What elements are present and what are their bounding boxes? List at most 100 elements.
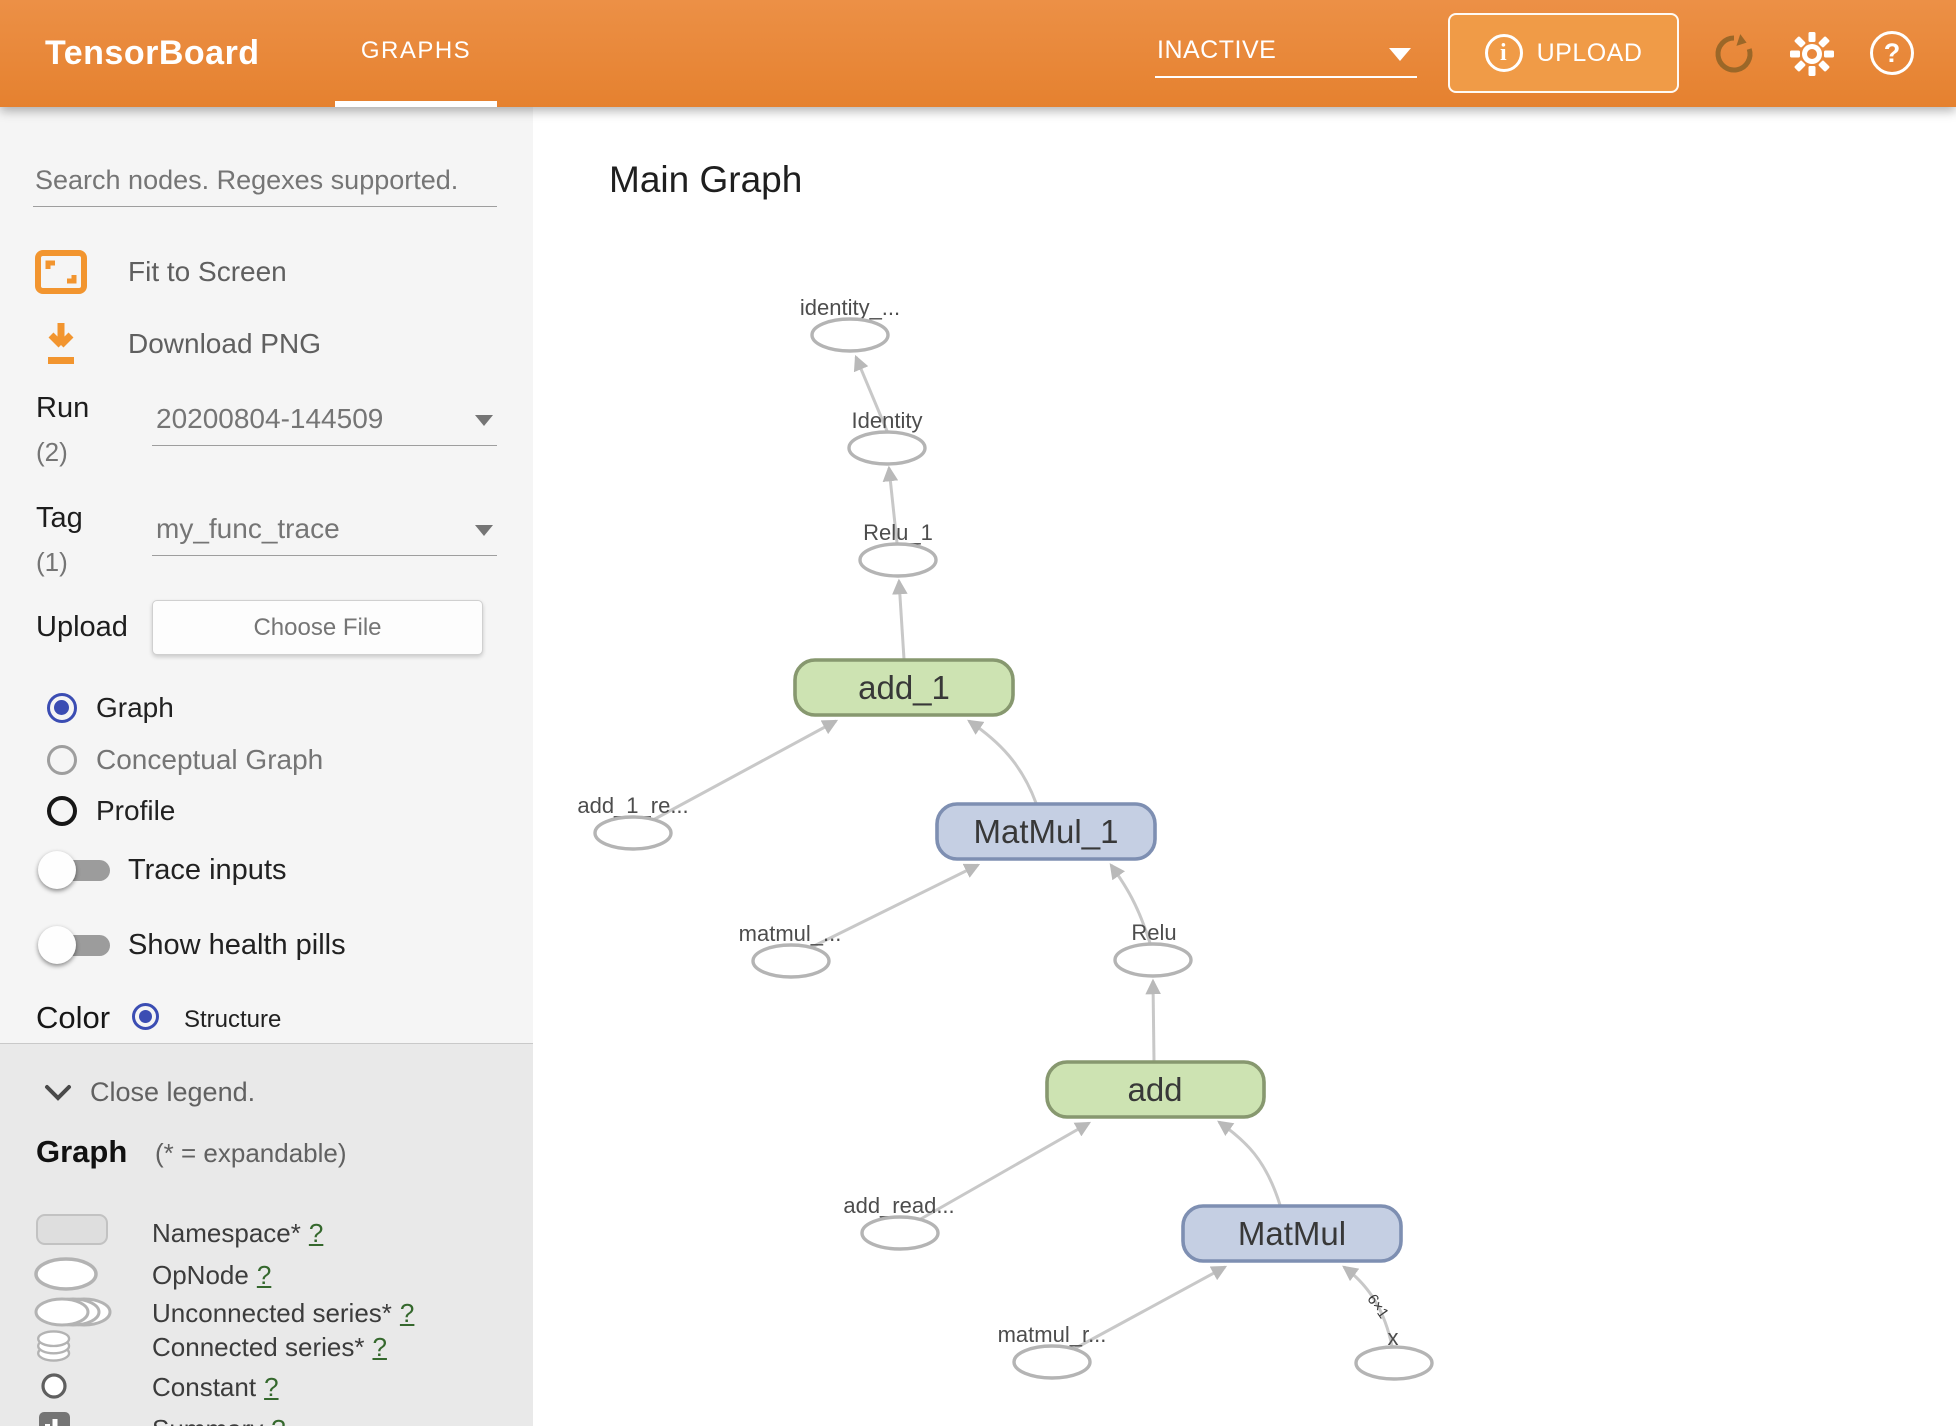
- tab-graphs[interactable]: GRAPHS: [335, 0, 497, 107]
- upload-label: Upload: [36, 611, 128, 643]
- graph-edges: 6×1: [652, 354, 1394, 1351]
- download-icon: [35, 318, 87, 370]
- radio-structure[interactable]: [132, 1003, 159, 1030]
- edge-shape-label: 6×1: [1363, 1291, 1392, 1322]
- fit-to-screen-label: Fit to Screen: [128, 256, 287, 287]
- legend-panel: Close legend. Graph (* = expandable) Nam…: [0, 1043, 533, 1426]
- constant-help-link[interactable]: ?: [264, 1372, 279, 1402]
- tag-count: (1): [36, 547, 68, 577]
- show-health-pills-toggle[interactable]: Show health pills: [0, 915, 533, 975]
- unconnected-series-icon: [34, 1297, 112, 1327]
- opnode-help-link[interactable]: ?: [256, 1260, 272, 1290]
- node-add[interactable]: add: [1045, 1060, 1266, 1119]
- radio-unselected-icon: [47, 745, 77, 775]
- app-header: TensorBoard GRAPHS INACTIVE i UPLOAD: [0, 0, 1956, 107]
- summary-icon: [39, 1412, 70, 1426]
- fit-to-screen-button[interactable]: Fit to Screen: [0, 245, 533, 299]
- connected-series-help-link[interactable]: ?: [372, 1332, 387, 1362]
- svg-text:add_read...: add_read...: [843, 1193, 954, 1218]
- help-icon[interactable]: ?: [1870, 31, 1914, 75]
- legend-subtitle: (* = expandable): [155, 1138, 347, 1168]
- legend-item-opnode: OpNode?: [0, 1254, 533, 1294]
- edge: [882, 465, 899, 544]
- tag-select-value: my_func_trace: [156, 513, 340, 544]
- status-dropdown[interactable]: INACTIVE: [1155, 30, 1417, 78]
- edge: [811, 863, 981, 949]
- radio-conceptual-graph[interactable]: Conceptual Graph: [0, 738, 533, 782]
- run-count: (2): [36, 437, 68, 467]
- legend-item-connected-series: Connected series*?: [0, 1326, 533, 1366]
- close-legend-button[interactable]: Close legend.: [44, 1077, 255, 1108]
- search-input[interactable]: [33, 159, 497, 207]
- info-icon: i: [1484, 34, 1523, 72]
- unconnected-series-help-link[interactable]: ?: [399, 1298, 415, 1328]
- graph-canvas[interactable]: 6×1 identity_... Identity Relu_1 add_1_r…: [533, 107, 1956, 1426]
- legend-item-unconnected-series: Unconnected series*?: [0, 1292, 533, 1332]
- svg-text:x: x: [1388, 1325, 1399, 1350]
- graph-box-nodes: add_1 MatMul_1 add MatMul: [793, 658, 1403, 1263]
- download-png-button[interactable]: Download PNG: [0, 317, 533, 371]
- legend-item-summary: Summary?: [0, 1408, 533, 1426]
- app-title: TensorBoard: [45, 34, 260, 72]
- node-identity[interactable]: Identity: [847, 408, 927, 466]
- run-select-value: 20200804-144509: [156, 403, 384, 434]
- node-relu-1[interactable]: Relu_1: [858, 520, 938, 578]
- opnode-ellipse-icon: [34, 1257, 98, 1291]
- node-add-read[interactable]: add_read...: [843, 1193, 955, 1251]
- svg-text:add: add: [1127, 1071, 1182, 1108]
- trace-inputs-toggle[interactable]: Trace inputs: [0, 840, 533, 900]
- svg-text:MatMul_1: MatMul_1: [974, 813, 1119, 850]
- radio-graph[interactable]: Graph: [0, 686, 533, 730]
- svg-text:Relu_1: Relu_1: [863, 520, 933, 545]
- edge: [1073, 1265, 1228, 1351]
- svg-text:matmul_r...: matmul_r...: [998, 1322, 1107, 1347]
- chevron-down-icon: [1389, 48, 1411, 61]
- connected-series-icon: [37, 1330, 71, 1362]
- node-identity-series[interactable]: identity_...: [800, 295, 900, 353]
- upload-button-label: UPLOAD: [1536, 38, 1643, 67]
- node-x[interactable]: x: [1354, 1325, 1434, 1381]
- chevron-down-icon: [45, 1084, 71, 1101]
- upload-button[interactable]: i UPLOAD: [1448, 13, 1679, 93]
- toggle-off-icon: [38, 850, 112, 890]
- edge: [652, 719, 839, 822]
- radio-selected-icon: [47, 693, 77, 723]
- svg-text:add_1: add_1: [858, 669, 950, 706]
- toggle-off-icon: [38, 925, 112, 965]
- tag-select[interactable]: my_func_trace: [152, 509, 497, 556]
- node-add-1-read[interactable]: add_1_re...: [577, 793, 689, 851]
- legend-item-namespace: Namespace*?: [0, 1212, 533, 1252]
- edge: [967, 719, 1038, 804]
- node-matmul[interactable]: MatMul: [1181, 1204, 1403, 1263]
- svg-text:Identity: Identity: [852, 408, 923, 433]
- svg-text:add_1_re...: add_1_re...: [577, 793, 688, 818]
- edge: [1145, 978, 1161, 1062]
- radio-unselected-icon: [47, 796, 77, 826]
- radio-profile[interactable]: Profile: [0, 789, 533, 833]
- color-structure-label: Structure: [184, 1006, 282, 1033]
- edge: [892, 578, 908, 660]
- choose-file-button[interactable]: Choose File: [152, 600, 483, 655]
- namespace-swatch-icon: [36, 1214, 108, 1245]
- edge: [1217, 1120, 1282, 1206]
- svg-text:Relu: Relu: [1131, 920, 1176, 945]
- legend-header: Graph (* = expandable): [36, 1134, 347, 1170]
- node-relu[interactable]: Relu: [1113, 920, 1193, 978]
- color-by-row: Color Structure: [0, 991, 533, 1045]
- node-matmul-1[interactable]: MatMul_1: [935, 802, 1157, 861]
- node-add-1[interactable]: add_1: [793, 658, 1015, 717]
- legend-section-title: Graph: [36, 1134, 128, 1169]
- run-select[interactable]: 20200804-144509: [152, 399, 497, 446]
- controls-sidebar: Fit to Screen Download PNG Run (2) 20200…: [0, 107, 533, 1426]
- gear-icon[interactable]: [1788, 30, 1836, 78]
- node-matmul-read[interactable]: matmul_...: [739, 921, 842, 979]
- constant-circle-icon: [41, 1373, 67, 1399]
- namespace-help-link[interactable]: ?: [308, 1218, 324, 1248]
- refresh-icon[interactable]: [1710, 30, 1758, 78]
- summary-help-link[interactable]: ?: [271, 1414, 285, 1426]
- edge: [853, 354, 889, 432]
- page-title: Main Graph: [609, 159, 803, 200]
- svg-text:MatMul: MatMul: [1238, 1215, 1346, 1252]
- node-matmul-r-read[interactable]: matmul_r...: [998, 1322, 1107, 1380]
